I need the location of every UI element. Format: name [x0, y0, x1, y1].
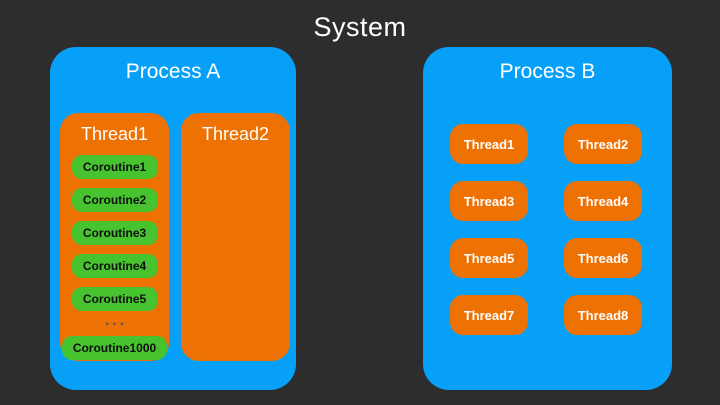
process-a-thread1-label: Thread1	[80, 124, 149, 144]
coroutine-stack: Coroutine1 Coroutine2 Coroutine3 Corouti…	[60, 155, 169, 360]
process-a-thread2-box: Thread2	[181, 113, 290, 361]
process-a-threads-row: Thread1 Coroutine1 Coroutine2 Coroutine3…	[60, 113, 290, 361]
coroutine-box: Coroutine1	[71, 155, 158, 179]
thread-box: Thread5	[450, 238, 528, 278]
process-b-title: Process B	[499, 60, 596, 83]
process-b-container: Process B Thread1 Thread2 Thread3 Thread…	[423, 47, 672, 390]
thread-box: Thread8	[564, 295, 642, 335]
coroutine-box: Coroutine3	[71, 221, 158, 245]
process-a-title: Process A	[125, 60, 221, 83]
thread-box: Thread4	[564, 181, 642, 221]
thread-box: Thread1	[450, 124, 528, 164]
coroutine-box: Coroutine5	[71, 287, 158, 311]
thread-box: Thread3	[450, 181, 528, 221]
coroutine-box: Coroutine2	[71, 188, 158, 212]
thread-box: Thread2	[564, 124, 642, 164]
ellipsis-dots: ...	[104, 312, 128, 329]
process-a-thread2-label: Thread2	[201, 124, 270, 144]
coroutine-box: Coroutine4	[71, 254, 158, 278]
thread-box: Thread7	[450, 295, 528, 335]
coroutine-box: Coroutine1000	[62, 336, 167, 360]
process-a-thread1-box: Thread1 Coroutine1 Coroutine2 Coroutine3…	[60, 113, 169, 361]
process-b-thread-grid: Thread1 Thread2 Thread3 Thread4 Thread5 …	[450, 124, 642, 335]
page-title: System	[313, 12, 407, 42]
process-a-container: Process A Thread1 Coroutine1 Coroutine2 …	[50, 47, 296, 390]
thread-box: Thread6	[564, 238, 642, 278]
